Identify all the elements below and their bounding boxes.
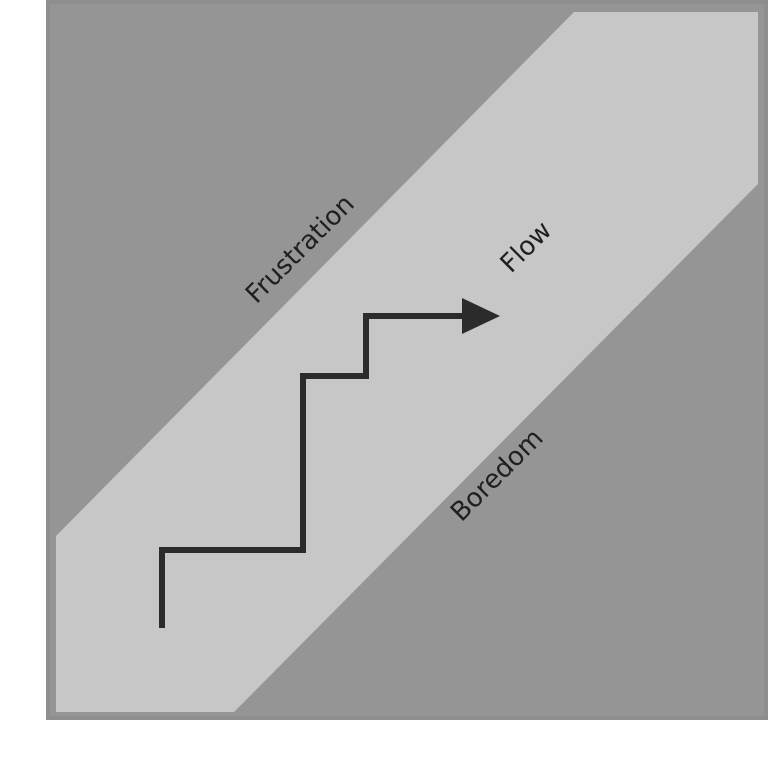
arrowhead-icon (462, 298, 500, 334)
flow-channel (56, 12, 758, 712)
progress-path (159, 313, 466, 628)
